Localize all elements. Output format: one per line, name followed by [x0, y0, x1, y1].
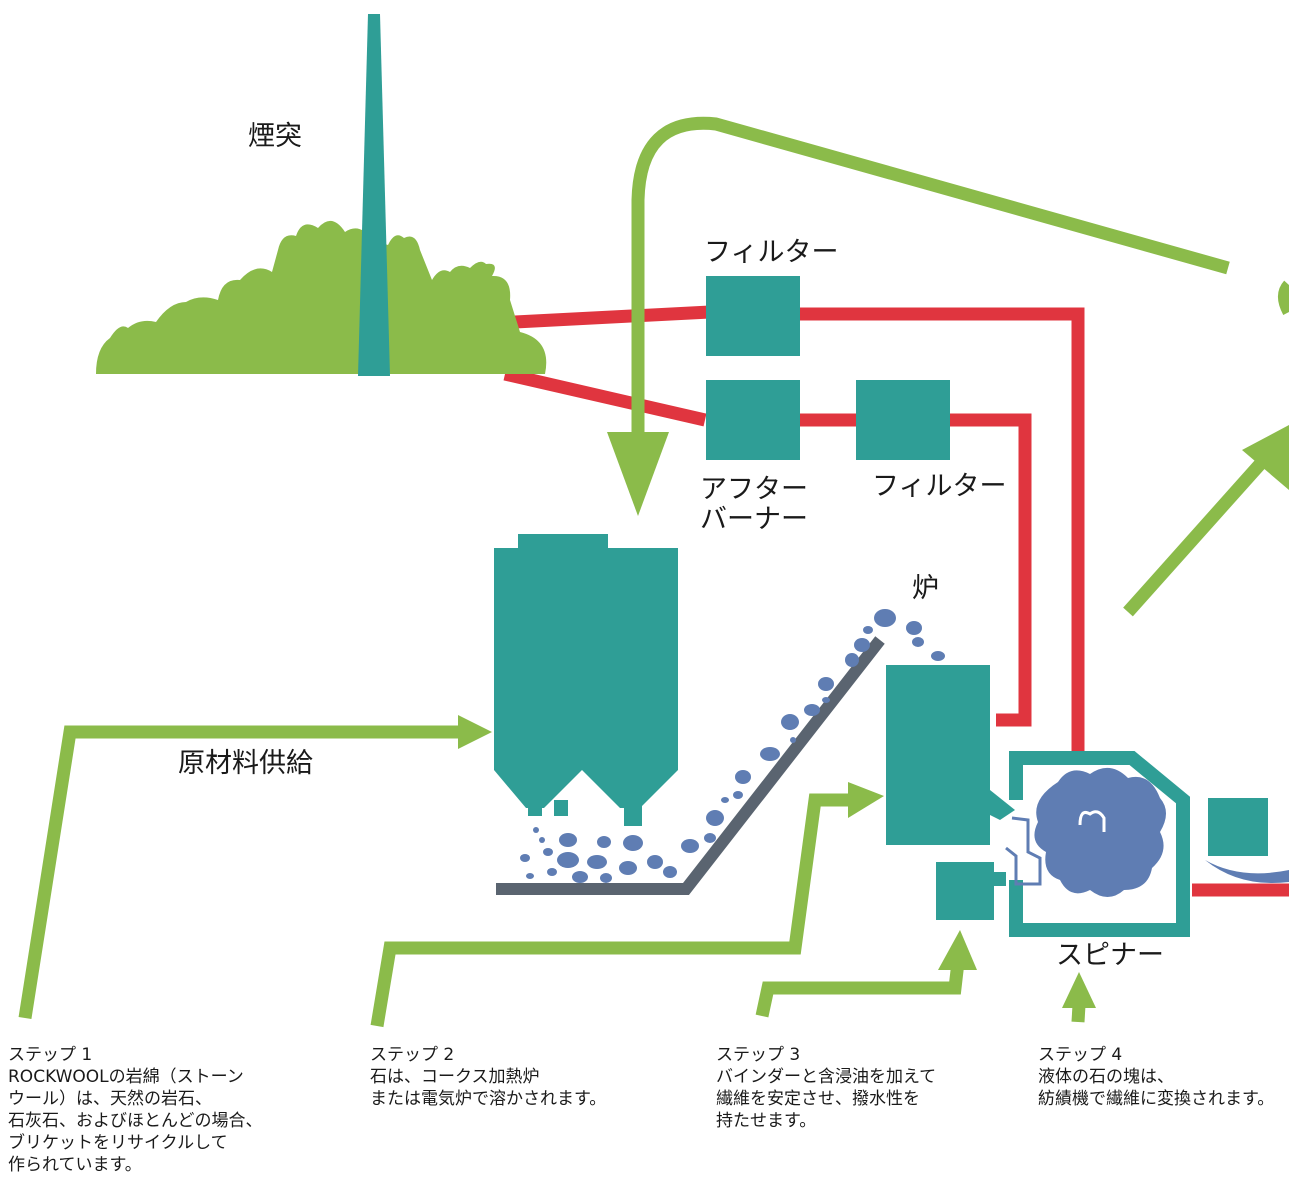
raw-material-label: 原材料供給	[178, 748, 313, 779]
step-2-line-1: 石は、コークス加熱炉	[370, 1067, 540, 1087]
step-3: ステップ 3 バインダーと含浸油を加えて 繊維を安定させ、撥水性を 持たせます。	[716, 1044, 936, 1132]
arrowhead-furnace	[848, 782, 884, 818]
step-3-line-1: バインダーと含浸油を加えて	[716, 1067, 937, 1087]
step-4-title: ステップ 4	[1038, 1045, 1123, 1065]
filter-label-mid: フィルター	[872, 471, 1007, 502]
pipe-filter-to-spinner	[800, 307, 1085, 752]
arrowheads	[458, 425, 1289, 1008]
step-1-line-3: 石灰石、およびほとんどの場合、	[8, 1111, 263, 1131]
pipe-filter-to-furnace	[948, 413, 1032, 727]
arrowhead-step3	[938, 930, 977, 970]
arrowhead-step4	[1062, 972, 1096, 1008]
chimney-stack	[358, 14, 390, 376]
step-1-line-2: ウール）は、天然の岩石、	[8, 1089, 212, 1109]
silo	[494, 534, 678, 826]
step-1-line-4: ブリケットをリサイクルして	[8, 1133, 228, 1153]
step-2: ステップ 2 石は、コークス加熱炉 または電気炉で溶かされます。	[370, 1044, 606, 1110]
step-1-line-1: ROCKWOOLの岩綿（ストーン	[8, 1067, 244, 1087]
output-fiber	[1205, 860, 1289, 884]
filter-box-mid	[856, 380, 950, 460]
step-4-line-2: 紡績機で繊維に変換されます。	[1038, 1089, 1275, 1109]
step-1: ステップ 1 ROCKWOOLの岩綿（ストーン ウール）は、天然の岩石、 石灰石…	[8, 1044, 263, 1176]
step-3-title: ステップ 3	[716, 1045, 801, 1065]
output-flow-edge	[1278, 280, 1289, 316]
step-3-line-2: 繊維を安定させ、撥水性を	[716, 1089, 920, 1109]
step2-flow	[370, 793, 850, 1028]
spinner-label: スピナー	[1056, 940, 1164, 971]
output-box	[1208, 798, 1268, 856]
red-exhaust-pipes	[503, 305, 1289, 897]
output-flow	[1123, 457, 1267, 617]
furnace	[886, 665, 1015, 920]
step-2-line-2: または電気炉で溶かされます。	[370, 1089, 607, 1109]
raw-material-flow	[18, 725, 462, 1020]
arrowhead-raw-material	[458, 715, 492, 749]
furnace-label: 炉	[912, 573, 939, 604]
step-4: ステップ 4 液体の石の塊は、 紡績機で繊維に変換されます。	[1038, 1044, 1274, 1110]
spinner	[1005, 751, 1190, 937]
arrowhead-down	[607, 432, 669, 516]
stones	[520, 609, 945, 883]
filter-label-top: フィルター	[704, 237, 839, 268]
step-2-title: ステップ 2	[370, 1045, 455, 1065]
pipe-chimney-to-filter	[514, 305, 711, 329]
step-1-line-5: 作られています。	[8, 1155, 142, 1175]
step3-flow	[755, 961, 965, 1018]
afterburner-label-line2: バーナー	[700, 504, 808, 535]
step-3-line-3: 持たせます。	[716, 1111, 817, 1131]
foliage	[96, 220, 547, 374]
pipe-chimney-to-afterburner	[503, 367, 707, 427]
conveyor-belt	[496, 636, 885, 895]
step-4-line-1: 液体の石の塊は、	[1038, 1067, 1174, 1087]
recirculation-flow	[631, 116, 1230, 436]
afterburner-label-line1: アフター	[700, 474, 808, 505]
step-1-title: ステップ 1	[8, 1045, 93, 1065]
filter-box-top	[706, 276, 800, 356]
afterburner-box	[706, 380, 800, 460]
green-flow-arrows	[18, 116, 1289, 1028]
chimney-label: 煙突	[248, 121, 302, 152]
arrowhead-output	[1242, 425, 1289, 490]
